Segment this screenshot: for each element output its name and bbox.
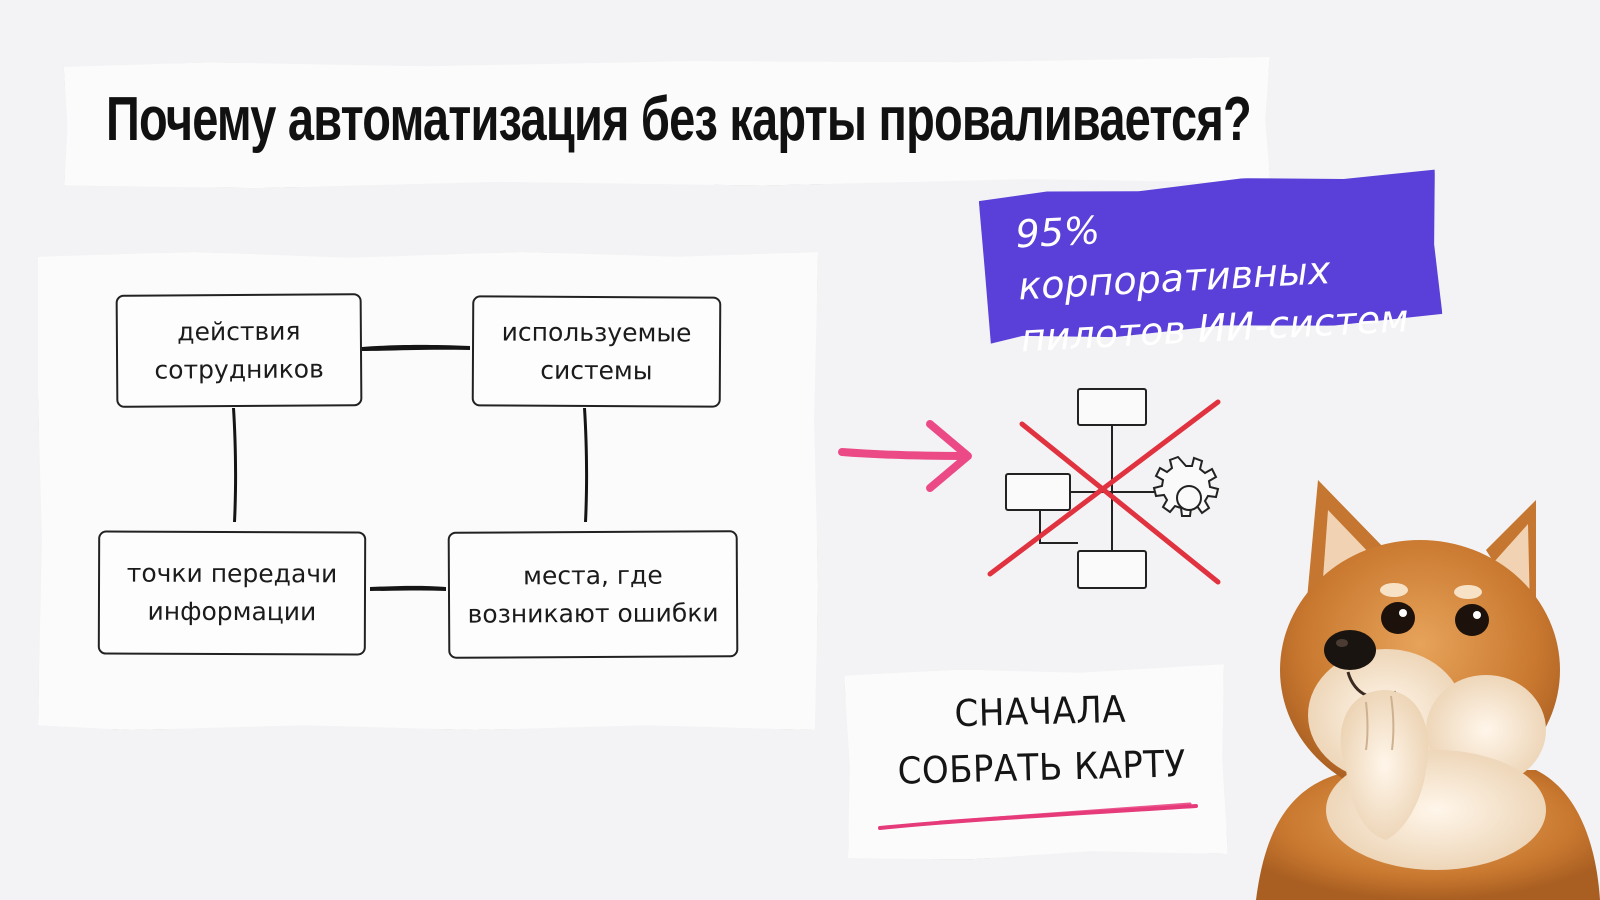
page-title: Почему автоматизация без карты провалива… — [106, 83, 1252, 154]
node-label: точки передачи информации — [126, 558, 338, 627]
node-label: места, где возникают ошибки — [467, 560, 719, 629]
node-employee-actions: действия сотрудников — [115, 293, 363, 408]
shiba-dog-image — [1256, 480, 1600, 900]
node-label: используемые системы — [501, 317, 692, 385]
node-systems-used: используемые системы — [471, 295, 722, 408]
stat-text: 95% корпоративных пилотов ИИ-систем — [1014, 208, 1410, 361]
note-underline — [878, 802, 1198, 830]
crossed-out-flowchart-icon — [1005, 388, 1160, 589]
node-error-places: места, где возникают ошибки — [447, 530, 739, 659]
cross-mark-icon — [987, 399, 1221, 585]
pink-arrow-icon — [838, 420, 972, 492]
node-label: действия сотрудников — [154, 316, 324, 385]
node-handoff-points: точки передачи информации — [97, 530, 367, 656]
gear-icon — [1152, 455, 1220, 517]
